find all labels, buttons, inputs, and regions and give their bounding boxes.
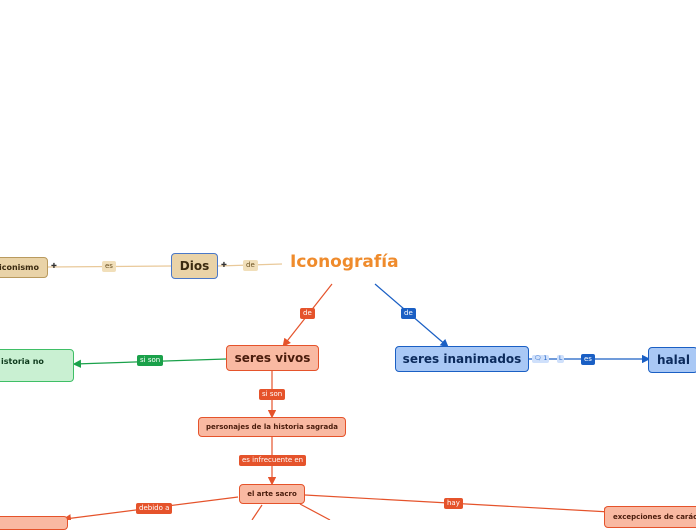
link-label-de-dios: de: [243, 260, 258, 271]
collapse-icon-aniconismo[interactable]: ✚: [51, 262, 57, 270]
node-arte-sacro-label: el arte sacro: [247, 490, 297, 498]
node-left-partial[interactable]: [0, 516, 68, 530]
node-aniconismo[interactable]: aniconismo: [0, 257, 48, 278]
link-label-si-son-down: si son: [259, 389, 286, 400]
node-dios-label: Dios: [179, 259, 210, 273]
node-halal[interactable]: halal: [648, 347, 696, 373]
node-personajes[interactable]: personajes de la historia sagrada: [198, 417, 346, 437]
link-label-es: es: [102, 261, 116, 272]
link-label-es-halal: es: [581, 354, 595, 365]
link-label-debido-a: debido a: [136, 503, 173, 514]
node-seres-inanimados[interactable]: seres inanimados: [395, 346, 529, 372]
link-label-si-son-left: si son: [137, 355, 164, 366]
node-aniconismo-label: aniconismo: [0, 263, 39, 272]
node-seres-vivos-label: seres vivos: [234, 351, 311, 365]
node-excepciones-label: excepciones de caráct: [613, 513, 696, 521]
node-arte-sacro[interactable]: el arte sacro: [239, 484, 305, 504]
comment-badge[interactable]: 🗨 1: [532, 355, 550, 363]
line-arte-down1: [251, 504, 263, 520]
node-dios[interactable]: Dios: [171, 253, 218, 279]
root-topic-iconografia[interactable]: Iconografía: [290, 252, 399, 272]
link-label-de-inanimados: de: [401, 308, 416, 319]
link-label-de-vivos: de: [300, 308, 315, 319]
node-historia[interactable]: istoria no: [0, 349, 74, 382]
link-label-es-infrecuente: es infrecuente en: [239, 455, 307, 466]
node-personajes-label: personajes de la historia sagrada: [206, 423, 338, 431]
node-historia-label: istoria no: [1, 357, 44, 366]
node-halal-label: halal: [657, 353, 690, 367]
comment-count: 1: [543, 355, 548, 362]
link-label-hay: hay: [444, 498, 463, 509]
node-excepciones[interactable]: excepciones de caráct: [604, 506, 696, 528]
link-badge[interactable]: L: [557, 355, 565, 363]
line-arte-down2: [299, 503, 331, 520]
collapse-icon-dios[interactable]: ✚: [221, 261, 227, 269]
node-seres-vivos[interactable]: seres vivos: [226, 345, 319, 371]
node-seres-inanimados-label: seres inanimados: [402, 352, 522, 366]
